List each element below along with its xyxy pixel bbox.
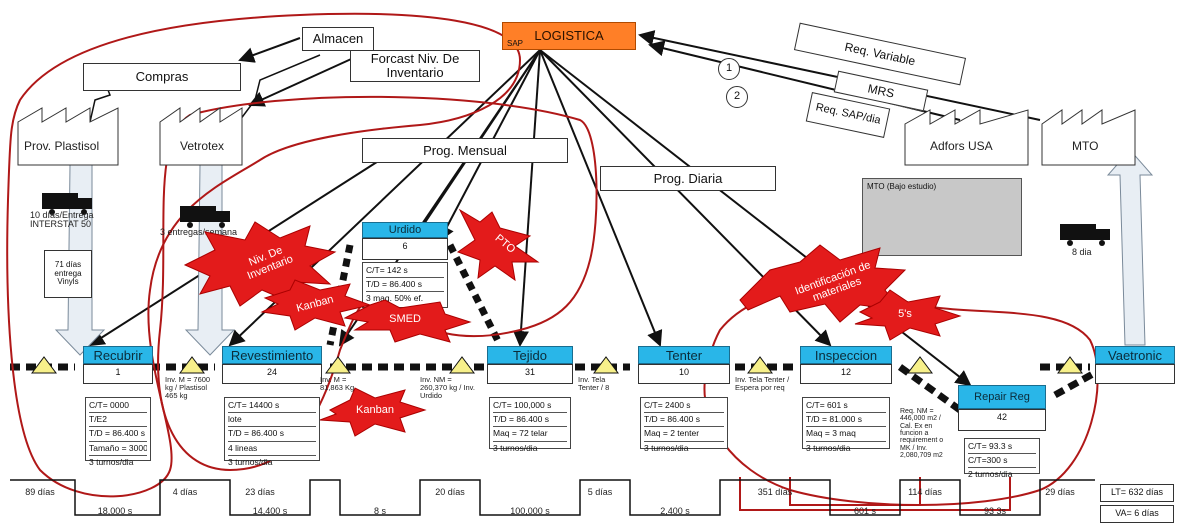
data-row: 4 lineas xyxy=(228,442,316,456)
data-row: Maq = 72 telar xyxy=(493,427,567,441)
inventory-note: Inv. M = 7600 kg / Plastisol 465 kg xyxy=(165,376,217,400)
burst-label-smed: SMED xyxy=(375,313,435,325)
prov-plastisol-label: Prov. Plastisol xyxy=(24,140,99,153)
data-row: 3 turnos/dia xyxy=(493,442,567,455)
process-ops-repair: 42 xyxy=(958,409,1046,431)
data-row: C/T= 601 s xyxy=(806,399,886,413)
prog-mensual-box: Prog. Mensual xyxy=(362,138,568,163)
vinyl-delivery-box: 71 días entrega Vinyls xyxy=(44,250,92,298)
process-header-0: Recubrir xyxy=(83,346,153,364)
circle-1: 1 xyxy=(718,58,740,80)
vetrotex-delivery-note: 3 entregas/semana xyxy=(160,228,237,237)
mto-note-box: MTO (Bajo estudio) xyxy=(862,178,1022,256)
data-row: C/T= 0000 xyxy=(89,399,147,413)
value-added-box: VA= 6 días xyxy=(1100,505,1174,523)
process-ops-2: 31 xyxy=(487,364,573,384)
process-ops-1: 24 xyxy=(222,364,322,384)
data-row: lote xyxy=(228,413,316,427)
forcast-box: Forcast Niv. De Inventario xyxy=(350,50,480,82)
inventory-note: Req. NM = 446,000 m2 / Cal. Ex en funcio… xyxy=(900,408,950,459)
process-ops-0: 1 xyxy=(83,364,153,384)
process-data-repair: C/T= 93.3 s C/T=300 s 2 turnos/dia xyxy=(964,438,1040,474)
inventory-note: Inv. Tela Tenter / Espera por req xyxy=(735,376,791,392)
data-row: C/T= 142 s xyxy=(366,264,444,278)
inventory-note: Inv. NM = 260,370 kg / Inv. Urdido xyxy=(420,376,480,400)
data-row: 3 maq. 50% ef. xyxy=(366,292,444,305)
process-ops-5 xyxy=(1095,364,1175,384)
data-row: C/T= 14400 s xyxy=(228,399,316,413)
data-row: Maq = 2 tenter xyxy=(644,427,724,441)
process-header-5: Vaetronic xyxy=(1095,346,1175,364)
process-data-urdido: C/T= 142 s T/D = 86.400 s 3 maq. 50% ef. xyxy=(362,262,448,308)
inventory-note: Inv. M = 81,863 Kg xyxy=(320,376,370,392)
burst-label-5s: 5's xyxy=(880,308,930,320)
mto-note-text: MTO (Bajo estudio) xyxy=(867,183,936,191)
data-row: T/D = 86.400 s xyxy=(644,413,724,427)
process-header-urdido: Urdido xyxy=(362,222,448,238)
inventory-note: Inv. Tela Tenter / 8 xyxy=(578,376,626,392)
vetrotex-label: Vetrotex xyxy=(180,140,224,153)
timeline-wait-label: 89 días xyxy=(10,487,70,497)
compras-box: Compras xyxy=(83,63,241,91)
logistica-box: LOGISTICA SAP xyxy=(502,22,636,50)
timeline-process-label: 8 s xyxy=(345,506,415,516)
process-ops-3: 10 xyxy=(638,364,730,384)
process-header-2: Tejido xyxy=(487,346,573,364)
eight-days-note: 8 dia xyxy=(1072,248,1092,257)
process-ops-urdido: 6 xyxy=(362,238,448,260)
timeline-process-label: 601 s xyxy=(830,506,900,516)
timeline-process-label: 2,400 s xyxy=(640,506,710,516)
circle-2: 2 xyxy=(726,86,748,108)
data-row: 2 turnos/dia xyxy=(968,468,1036,481)
data-row: 3 turnos/dia xyxy=(806,442,886,455)
data-row: T/D = 86.400 s xyxy=(493,413,567,427)
logistica-title: LOGISTICA xyxy=(534,29,603,43)
process-header-3: Tenter xyxy=(638,346,730,364)
timeline-wait-label: 20 días xyxy=(420,487,480,497)
process-header-repair: Repair Reg xyxy=(958,385,1046,409)
data-row: C/T= 93.3 s xyxy=(968,440,1036,454)
data-row: T/D = 86.400 s xyxy=(228,427,316,441)
timeline-process-label: 18,000 s xyxy=(80,506,150,516)
data-row: T/D = 86.400 s xyxy=(89,427,147,441)
adfors-usa-label: Adfors USA xyxy=(930,140,993,153)
process-header-4: Inspeccion xyxy=(800,346,892,364)
data-row: C/T=300 s xyxy=(968,454,1036,468)
timeline-process-label: 14,400 s xyxy=(235,506,305,516)
timeline-wait-label: 351 días xyxy=(745,487,805,497)
burst-label-kanban-2: Kanban xyxy=(345,404,405,416)
prog-diaria-box: Prog. Diaria xyxy=(600,166,776,191)
data-row: T/E2 xyxy=(89,413,147,427)
data-row: T/D = 86.400 s xyxy=(366,278,444,292)
timeline-wait-label: 23 días xyxy=(230,487,290,497)
data-row: T/D = 81.000 s xyxy=(806,413,886,427)
data-row: 3 turnos/dia xyxy=(228,456,316,469)
almacen-box: Almacen xyxy=(302,27,374,51)
data-row: C/T= 2400 s xyxy=(644,399,724,413)
data-row: 3 turnos/dia xyxy=(89,456,147,469)
plastisol-delivery-note: 10 días/Entrega INTERSTAT 50 xyxy=(30,211,110,230)
timeline-process-label: 93 3s xyxy=(960,506,1030,516)
logistica-sub: SAP xyxy=(507,40,523,48)
data-row: 3 turnos/dia xyxy=(644,442,724,455)
timeline-wait-label: 29 días xyxy=(1030,487,1090,497)
timeline-wait-label: 5 días xyxy=(570,487,630,497)
timeline-process-label: 100,000 s xyxy=(495,506,565,516)
process-ops-4: 12 xyxy=(800,364,892,384)
process-header-1: Revestimiento xyxy=(222,346,322,364)
lead-time-box: LT= 632 días xyxy=(1100,484,1174,502)
data-row: C/T= 100,000 s xyxy=(493,399,567,413)
timeline-wait-label: 4 días xyxy=(155,487,215,497)
timeline-wait-label: 114 días xyxy=(895,487,955,497)
data-row: Tamaño = 3000 xyxy=(89,442,147,456)
data-row: Maq = 3 maq xyxy=(806,427,886,441)
mto-label: MTO xyxy=(1072,140,1098,153)
